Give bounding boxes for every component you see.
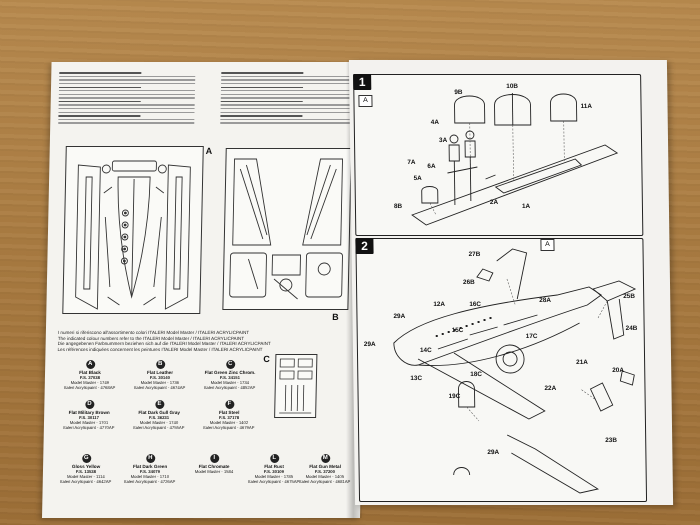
- step-2-callout-20a: 20A: [612, 367, 625, 374]
- step-2-callout-12a: 12A: [433, 301, 446, 308]
- paint-d-badge: D: [84, 400, 94, 409]
- step-2-callout-19c: 19C: [448, 393, 461, 400]
- paint-c-badge: C: [225, 360, 235, 369]
- sprue-b-diagram: [222, 148, 352, 310]
- step-2-callout-29a-left: 29A: [363, 341, 376, 348]
- step-2-view-box: A: [540, 239, 555, 251]
- legend-line-fr: Les références indiquées concernent les …: [57, 346, 263, 352]
- step-1-callout-3a: 3A: [438, 137, 448, 144]
- step-2-callout-18c: 18C: [470, 371, 483, 378]
- step-2-callout-21a: 21A: [576, 359, 588, 366]
- step-1-callout-5a: 5A: [413, 175, 422, 182]
- left-page: A B I numeri si riferiscono all'assortim…: [42, 62, 370, 518]
- step-2-callout-23b: 23B: [605, 437, 617, 444]
- paint-e-badge: E: [154, 400, 164, 409]
- step-1-drawing: [411, 93, 619, 226]
- step-2-callout-28a: 28A: [539, 297, 552, 304]
- step-1-callout-6a: 6A: [427, 163, 436, 170]
- paint-c-ia: Italeri Acrylicpaint - 4852AP: [204, 385, 256, 390]
- step-2-callout-29a-top: 29A: [393, 313, 406, 320]
- step-1-callout-2a: 2A: [489, 199, 499, 206]
- step-1-frame: 1 A: [353, 74, 644, 236]
- paint-h-ia: Italeri Acrylicpaint - 4726AP: [124, 479, 176, 484]
- sprue-a-label: A: [205, 146, 213, 156]
- step-2-callout-24b: 24B: [625, 325, 638, 332]
- step-2-frame: 2: [355, 238, 648, 502]
- step-2-callout-13c: 13C: [410, 375, 423, 382]
- step-1-callout-9b: 9B: [454, 89, 463, 96]
- paint-a-badge: A: [85, 360, 95, 369]
- paint-g-badge: G: [81, 454, 91, 463]
- paint-h-badge: H: [145, 454, 155, 463]
- paint-m-badge: M: [320, 454, 330, 463]
- paint-b-badge: B: [155, 360, 165, 369]
- step-1-callout-7a: 7A: [407, 159, 416, 166]
- step-1-callout-1a: 1A: [521, 203, 531, 210]
- sprue-a-diagram: [62, 146, 204, 314]
- step-1-callout-4a: 4A: [430, 119, 439, 126]
- colour-reference-note: I numeri si riferiscono all'assortimento…: [57, 330, 357, 352]
- instructions-text-column-2: [220, 70, 358, 126]
- right-page: 1 A: [348, 60, 674, 505]
- step-2-callout-22a: 22A: [544, 385, 557, 392]
- step-1-callout-11a: 11A: [580, 103, 592, 110]
- step-2-callout-29a-bottom: 29A: [487, 449, 500, 456]
- paint-l-badge: L: [269, 454, 279, 463]
- step-2-callout-17c: 17C: [525, 333, 538, 340]
- paint-f: F Flat Steel F.S. 37178 Model Master - 1…: [186, 400, 273, 430]
- step-2-callout-27b: 27B: [468, 251, 481, 258]
- step-2-callout-25b: 25B: [623, 293, 635, 300]
- paint-c: C Flat Green Zinc Chrom. F.S. 34151 Mode…: [187, 360, 274, 390]
- paint-f-ia: Italeri Acrylicpaint - 4679AP: [203, 425, 255, 430]
- step-1-callout-10b: 10B: [506, 83, 519, 90]
- step-2-callout-14c: 14C: [419, 347, 432, 354]
- step-2-callout-15c: 15C: [451, 327, 464, 334]
- step-2-callout-26b: 26B: [462, 279, 475, 286]
- sprue-c-diagram: [274, 354, 318, 418]
- step-2-callout-16c: 16C: [469, 301, 482, 308]
- sprue-b-label: B: [332, 312, 339, 322]
- paint-i-badge: I: [209, 454, 219, 463]
- paint-f-badge: F: [224, 400, 234, 409]
- instructions-text-column-1: [58, 70, 196, 126]
- step-2-drawing: [393, 248, 637, 494]
- step-1-callout-8b: 8B: [393, 203, 403, 210]
